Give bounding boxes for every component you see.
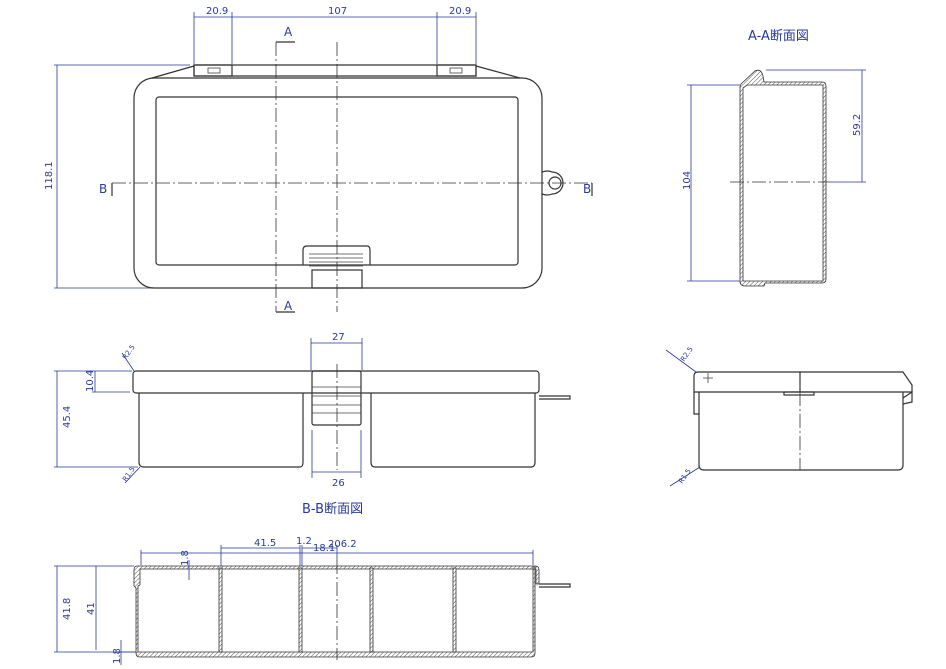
section-mark-a-top: A bbox=[284, 25, 293, 39]
front-view: 27 26 45.4 10.4 R2.5 R1.5 bbox=[54, 332, 571, 489]
radius-top: R2.5 bbox=[121, 343, 137, 361]
dim-depth: 104 bbox=[682, 171, 693, 190]
section-aa-view: 104 59.2 bbox=[682, 69, 866, 287]
top-view: A A B B 20.9 107 20.9 118.1 bbox=[44, 6, 593, 313]
section-aa-title: A-A断面図 bbox=[748, 29, 809, 44]
dim-hinge-left: 20.9 bbox=[206, 6, 228, 17]
radius-bottom: R1.5 bbox=[121, 465, 137, 483]
dim-lid-height: 10.4 bbox=[85, 370, 96, 392]
dim-hinge-span: 107 bbox=[328, 6, 347, 17]
dim-length: 206.2 bbox=[328, 539, 357, 550]
dim-half: 18.1 bbox=[313, 543, 335, 554]
hinge-right bbox=[436, 64, 477, 77]
dim-inner-height: 41 bbox=[86, 602, 97, 615]
side-radius-top: R2.5 bbox=[679, 345, 695, 363]
section-mark-b-right: B bbox=[583, 182, 591, 196]
section-bb-view: 206.2 41.5 1.2 18.1 1.8 41.8 41 1.8 bbox=[54, 536, 571, 665]
dim-latch-top: 27 bbox=[332, 332, 345, 343]
section-mark-a-bottom: A bbox=[284, 299, 293, 313]
dim-offset: 59.2 bbox=[852, 114, 863, 136]
dim-latch-bottom: 26 bbox=[332, 478, 345, 489]
hinge-left bbox=[193, 64, 233, 77]
side-radius-bottom: R1.5 bbox=[677, 467, 693, 485]
side-view: R2.5 R1.5 bbox=[665, 345, 913, 487]
dim-outer-height: 41.8 bbox=[62, 598, 73, 620]
dim-total-height: 45.4 bbox=[62, 406, 73, 428]
dim-compartment: 41.5 bbox=[254, 538, 276, 549]
dim-top-wall: 1.8 bbox=[180, 550, 191, 566]
dim-hinge-right: 20.9 bbox=[449, 6, 471, 17]
dim-bottom-wall: 1.8 bbox=[112, 648, 123, 664]
dim-wall: 1.2 bbox=[296, 536, 312, 547]
section-bb-title: B-B断面図 bbox=[302, 502, 363, 517]
dim-height: 118.1 bbox=[44, 161, 55, 190]
section-mark-b-left: B bbox=[99, 182, 107, 196]
